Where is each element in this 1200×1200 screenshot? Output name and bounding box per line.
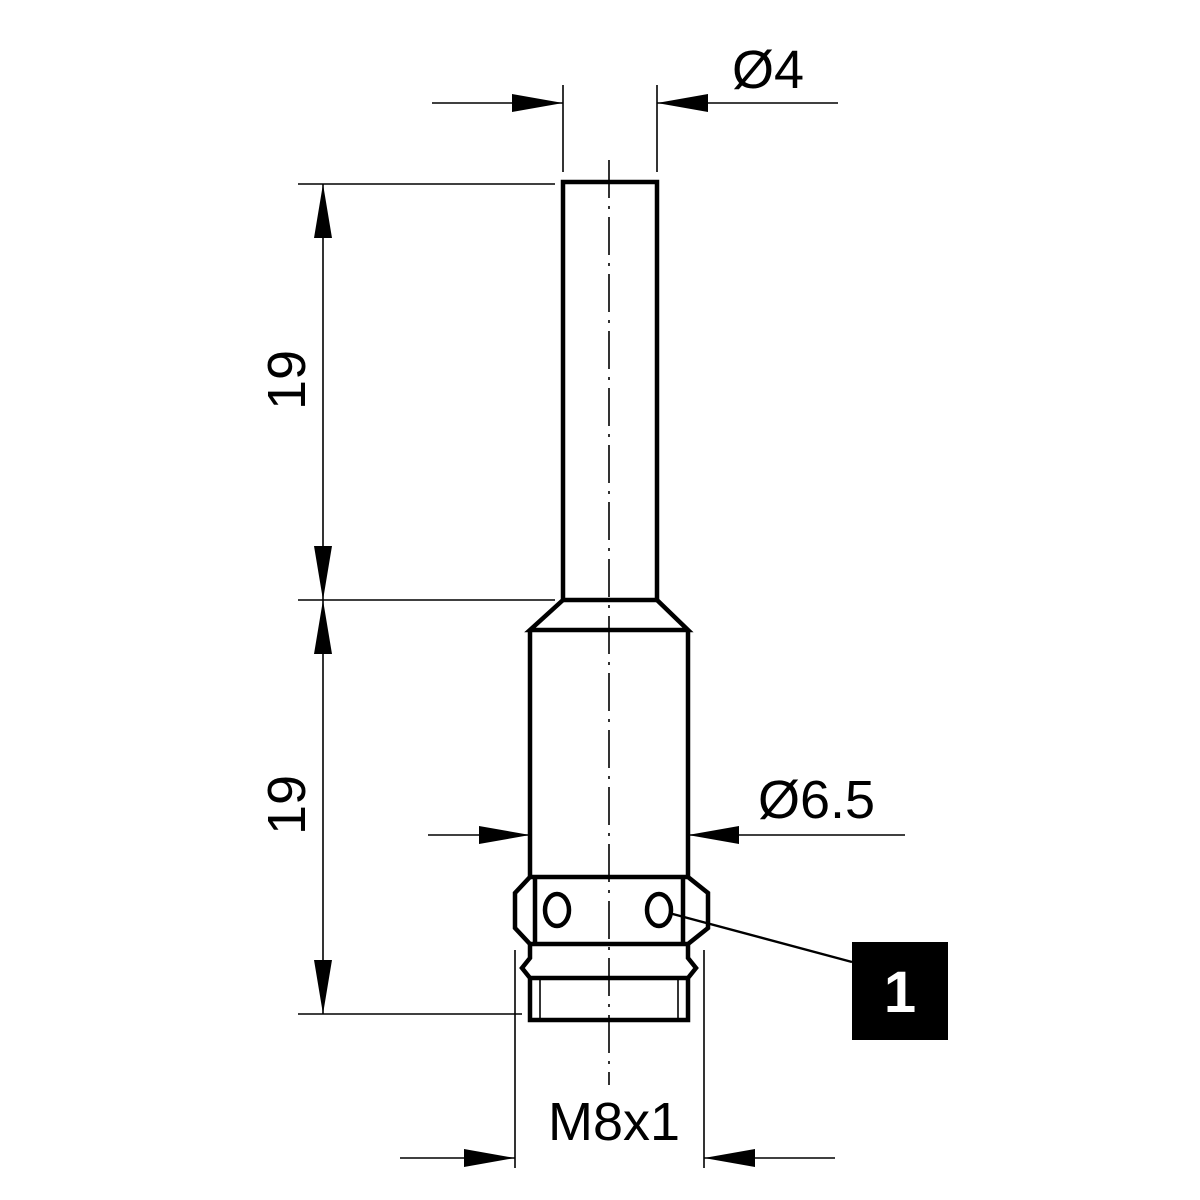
callout-leader-line (668, 911, 853, 964)
arrow-pin-dia-left (512, 94, 563, 112)
arrow-body-dia-right (688, 826, 739, 844)
dim-pin-length: 19 (257, 183, 555, 601)
arrow-pin-len-top (314, 184, 332, 238)
arrow-body-len-bottom (314, 960, 332, 1014)
dim-pin-diameter: Ø4 (432, 40, 838, 172)
body-length-label: 19 (257, 775, 317, 835)
callout-1: 1 (668, 911, 948, 1040)
hole-right (644, 891, 674, 929)
arrow-body-len-top (314, 600, 332, 654)
arrow-thread-right (704, 1149, 755, 1167)
dim-thread: M8x1 (400, 950, 835, 1168)
callout-badge (852, 942, 948, 1040)
arrow-thread-left (464, 1149, 515, 1167)
pin-length-label: 19 (257, 350, 317, 410)
pin-diameter-label: Ø4 (732, 40, 804, 100)
part-outline (512, 179, 711, 1023)
pin-outline (560, 179, 660, 603)
dim-body-length: 19 (257, 600, 522, 1015)
chamfer-outline (524, 598, 694, 633)
body-outline (527, 630, 691, 877)
arrow-pin-dia-right (657, 94, 708, 112)
arrow-body-dia-left (479, 826, 530, 844)
body-diameter-label: Ø6.5 (758, 770, 875, 830)
dim-body-diameter: Ø6.5 (428, 770, 905, 844)
arrow-pin-len-bottom (314, 546, 332, 600)
callout-label: 1 (884, 960, 916, 1025)
thread-outline (519, 944, 699, 1023)
thread-label: M8x1 (548, 1092, 680, 1152)
hole-left (542, 891, 572, 929)
